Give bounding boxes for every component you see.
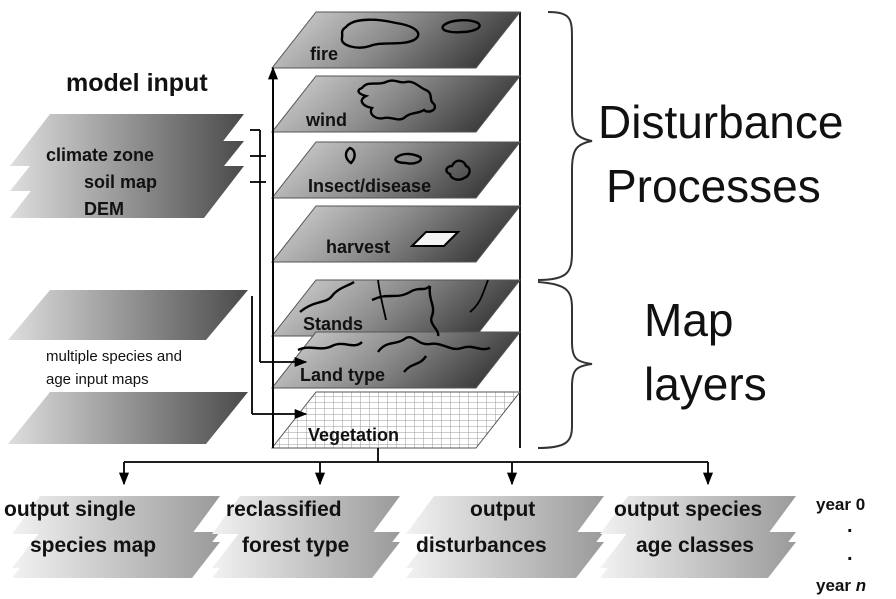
insect-patch-3 — [445, 159, 471, 181]
output-2-sheet-mid — [212, 532, 400, 568]
layer-label-wind: wind — [305, 110, 347, 130]
output-3-sheet-front — [406, 496, 604, 534]
layer-harvest-sheet — [270, 205, 522, 263]
year-labels: year 0 . . year n — [816, 495, 866, 595]
stand-boundary-line-3 — [428, 285, 440, 337]
input-stack-top: climate zone soil map DEM — [10, 114, 244, 219]
layer-label-fire: fire — [310, 44, 338, 64]
stand-boundary-line-2 — [371, 285, 431, 302]
output-4-sheet-mid — [600, 532, 796, 568]
output-3-label-line2: disturbances — [416, 534, 547, 557]
year-start-label: year 0 — [816, 495, 865, 514]
layer-label-stands: Stands — [303, 314, 363, 334]
output-1-sheet-front — [12, 496, 220, 534]
group-label-map-line1: Map — [644, 294, 733, 346]
output-2-sheet-front — [212, 496, 400, 534]
connectors — [118, 66, 714, 486]
landtype-boundary-line-3 — [403, 355, 428, 373]
output-2-label-line2: forest type — [242, 534, 349, 557]
maplayers-brace — [537, 281, 593, 449]
input-label-climate-zone: climate zone — [46, 145, 154, 165]
output-stack-forest-type: reclassified forest type — [212, 496, 400, 578]
output-1-label-line2: species map — [30, 534, 156, 557]
fire-burn-patch-large — [340, 18, 420, 49]
output-stack-single-species: output single species map — [4, 496, 220, 578]
disturbance-brace — [537, 11, 593, 281]
group-label-disturbance-line2: Processes — [606, 160, 821, 212]
layer-label-harvest: harvest — [326, 237, 390, 257]
year-dot-2: . — [847, 543, 853, 565]
input-label-dem: DEM — [84, 199, 124, 219]
stand-boundary-thin-2 — [469, 279, 489, 313]
fire-burn-patch-small — [441, 19, 481, 34]
year-end-prefix: year — [816, 576, 856, 595]
output-4-label-line2: age classes — [636, 534, 754, 557]
wind-damage-patch — [357, 79, 437, 121]
species-input-text-line1: multiple species and — [46, 348, 182, 365]
layer-label-landtype: Land type — [300, 365, 385, 385]
harvest-cut-block — [409, 231, 461, 247]
group-label-disturbance-line1: Disturbance — [598, 96, 843, 148]
input-label-soil-map: soil map — [84, 172, 157, 192]
output-2-label-line1: reclassified — [226, 498, 342, 521]
layer-wind-sheet — [270, 75, 522, 133]
landtype-boundary-line-2 — [377, 336, 491, 353]
output-3-sheet-mid — [406, 532, 604, 568]
species-input-sheet-top — [8, 290, 248, 340]
insect-patch-2 — [394, 152, 423, 165]
output-stack-disturbances: output disturbances — [406, 496, 604, 578]
output-3-label-line1: output — [470, 498, 535, 521]
layer-vegetation-sheet — [270, 391, 522, 449]
output-1-sheet-mid — [12, 532, 220, 568]
input-layer-dem-sheet — [10, 166, 244, 218]
output-4-sheet-front — [600, 496, 796, 534]
year-end-label: year n — [816, 576, 866, 595]
output-stack-age-classes: output species age classes — [600, 496, 796, 578]
model-input-title: model input — [66, 69, 208, 97]
layer-fire-sheet — [270, 11, 522, 69]
stand-boundary-line-1 — [299, 280, 355, 313]
year-dot-1: . — [847, 515, 853, 537]
central-layer-stack: fire wind Insect/disease harvest Stands … — [270, 11, 522, 449]
landtype-boundary-line-1 — [297, 341, 363, 352]
output-1-label-line1: output single — [4, 498, 136, 521]
species-input-sheet-bottom — [8, 392, 248, 444]
input-stack-species: multiple species and age input maps — [8, 290, 248, 444]
group-label-map-line2: layers — [644, 358, 767, 410]
stand-boundary-thin-1 — [377, 279, 387, 321]
layer-label-insect: Insect/disease — [308, 176, 431, 196]
layer-label-vegetation: Vegetation — [308, 425, 399, 445]
species-input-text-line2: age input maps — [46, 371, 149, 388]
year-end-variable: n — [856, 576, 866, 595]
output-4-label-line1: output species — [614, 498, 762, 521]
layer-insect-sheet — [270, 141, 522, 199]
insect-patch-1 — [344, 146, 356, 165]
